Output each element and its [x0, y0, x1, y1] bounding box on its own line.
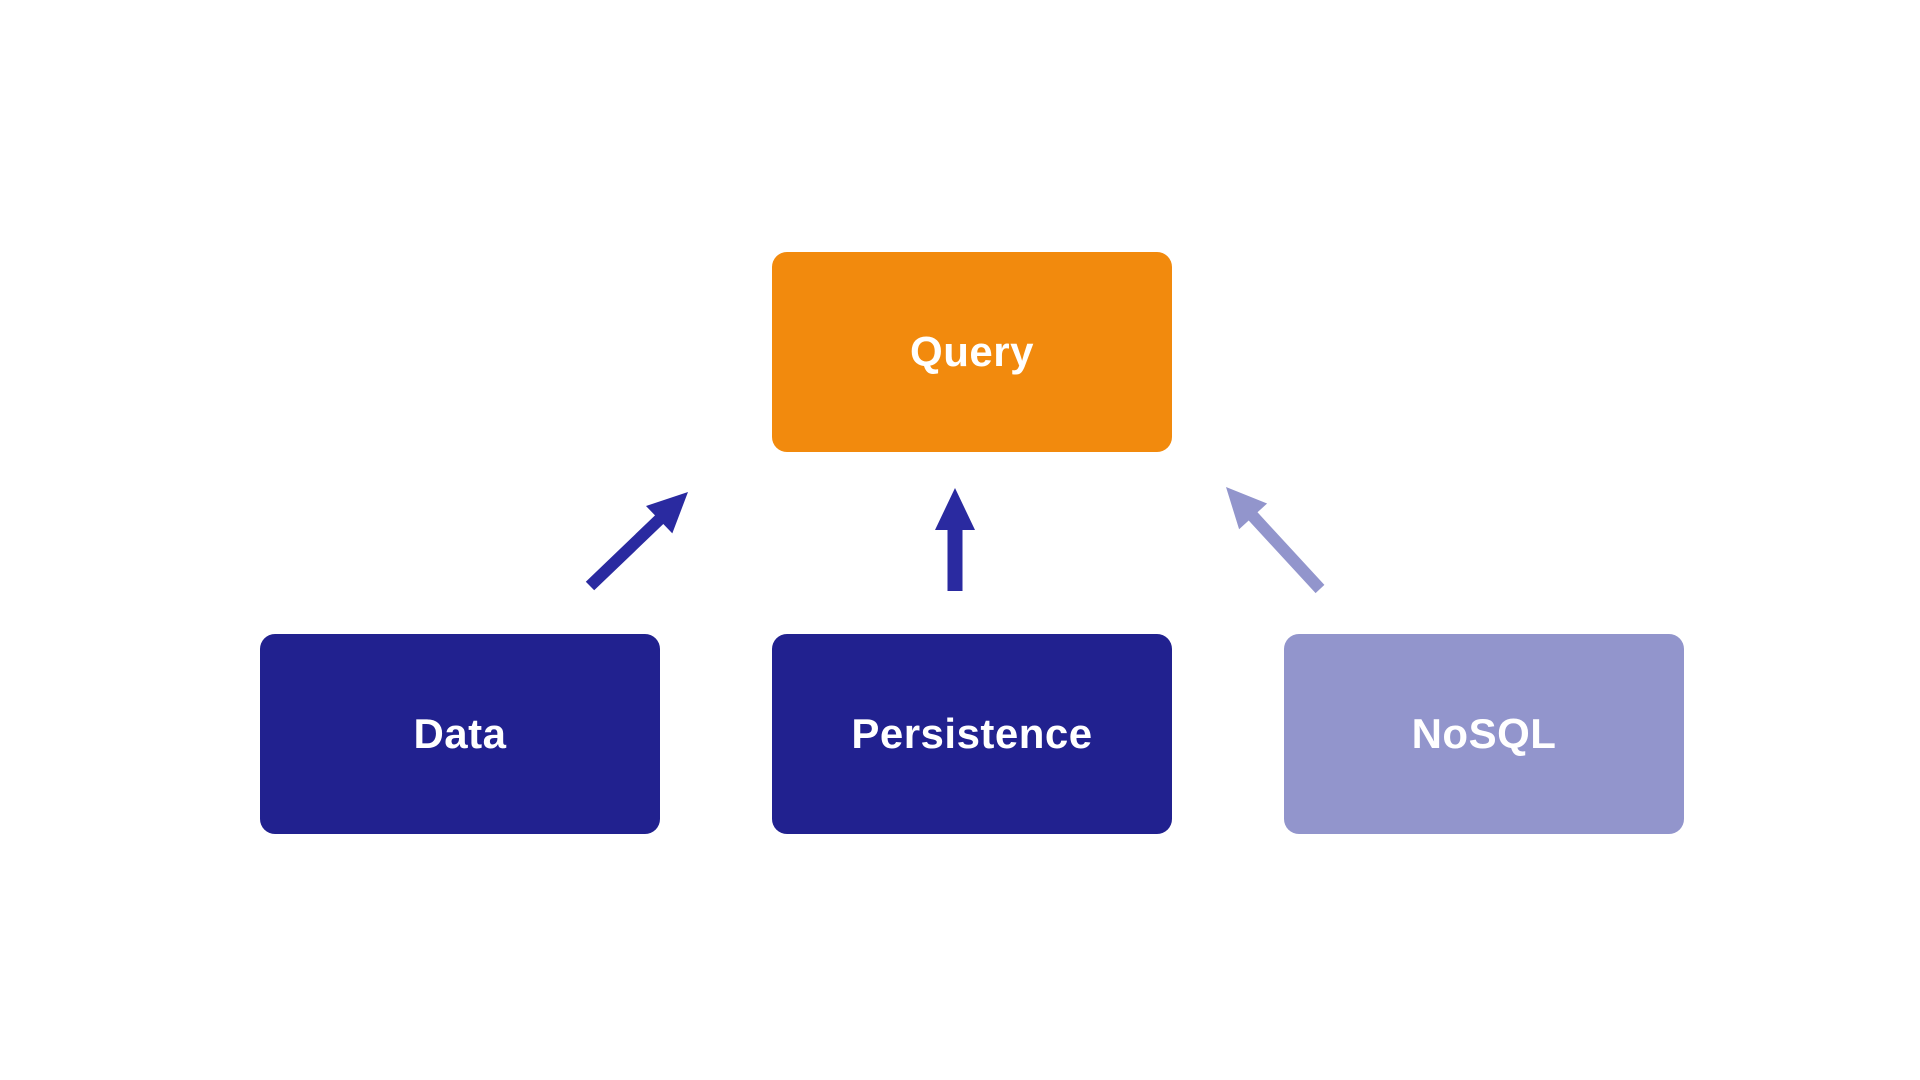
node-label-persistence: Persistence: [851, 710, 1093, 757]
diagram-node-nosql: NoSQL: [1284, 634, 1684, 834]
node-label-query: Query: [910, 328, 1034, 375]
diagram-node-data: Data: [260, 634, 660, 834]
node-label-nosql: NoSQL: [1411, 710, 1557, 757]
node-label-data: Data: [413, 710, 507, 757]
diagram-node-persistence: Persistence: [772, 634, 1172, 834]
arrow-nosql-to-query: [1226, 487, 1325, 594]
arrow-persistence-to-query: [935, 488, 975, 591]
arrow-data-to-query: [585, 492, 688, 591]
diagram-node-query: Query: [772, 252, 1172, 452]
